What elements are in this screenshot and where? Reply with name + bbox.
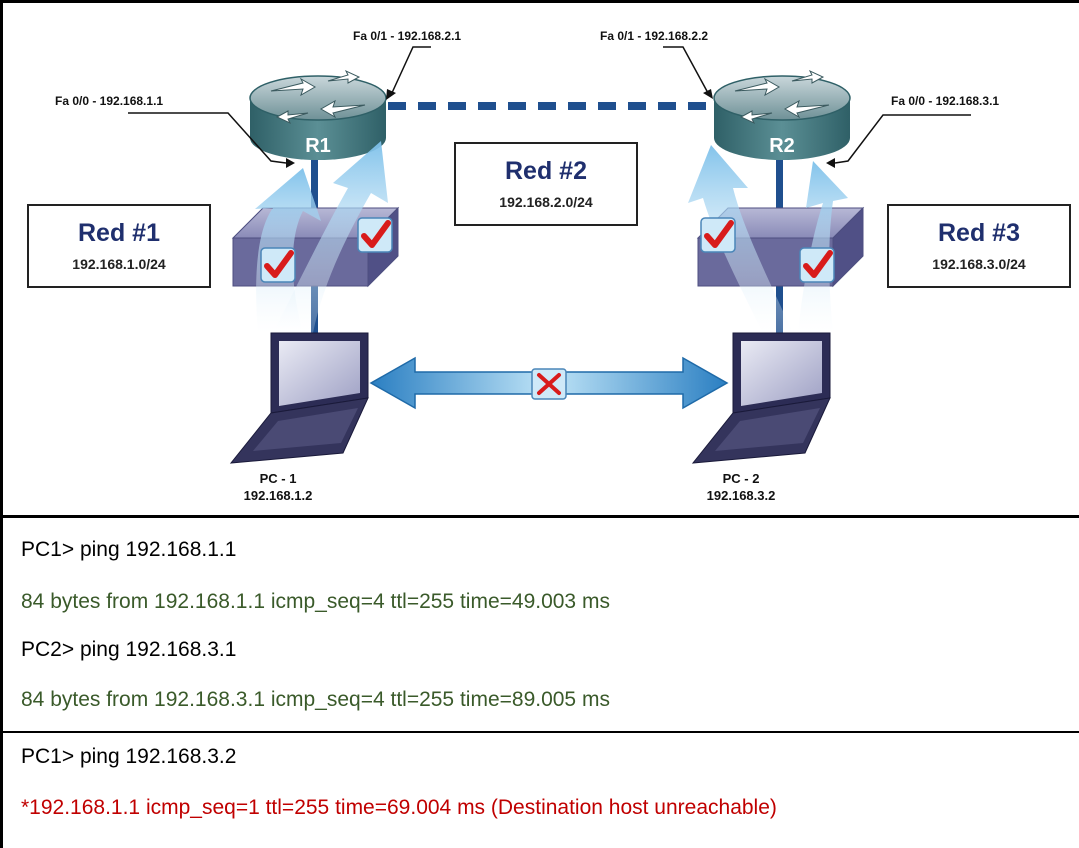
- laptop-pc1: [229, 332, 369, 464]
- red3-title: Red #3: [938, 219, 1020, 247]
- pc2-name: PC - 2: [723, 471, 760, 486]
- r1-fa01-label: Fa 0/1 - 192.168.2.1: [353, 29, 461, 43]
- pc1-ip: 192.168.1.2: [244, 488, 313, 503]
- network-diagram: R1 R2: [27, 29, 1071, 503]
- console-line-cmd: PC1> ping 192.168.1.1: [21, 538, 237, 561]
- router-r1: R1: [249, 69, 387, 160]
- red2-title: Red #2: [505, 157, 587, 185]
- ping-output-panel-1: PC1> ping 192.168.1.1 84 bytes from 192.…: [0, 518, 1079, 733]
- check-icon: [357, 217, 393, 253]
- router-r2: R2: [713, 69, 851, 160]
- network-box-red2: Red #2 192.168.2.0/24: [454, 142, 638, 226]
- console-line-cmd: PC1> ping 192.168.3.2: [21, 745, 237, 768]
- console-line-reply: 84 bytes from 192.168.1.1 icmp_seq=4 ttl…: [21, 590, 610, 613]
- check-icon: [700, 217, 736, 253]
- interface-labels: Fa 0/0 - 192.168.1.1 Fa 0/1 - 192.168.2.…: [55, 29, 999, 168]
- pc2-ip: 192.168.3.2: [707, 488, 776, 503]
- r2-fa00-label: Fa 0/0 - 192.168.3.1: [891, 94, 999, 108]
- console-line-reply: 84 bytes from 192.168.3.1 icmp_seq=4 ttl…: [21, 688, 610, 711]
- red1-title: Red #1: [78, 219, 160, 247]
- red3-address: 192.168.3.0/24: [932, 256, 1026, 272]
- r1-fa00-label: Fa 0/0 - 192.168.1.1: [55, 94, 163, 108]
- ping-output-panel-2: PC1> ping 192.168.3.2 *192.168.1.1 icmp_…: [0, 733, 1079, 848]
- r2-fa01-label: Fa 0/1 - 192.168.2.2: [600, 29, 708, 43]
- flow-arrows-right: [688, 145, 848, 333]
- red2-address: 192.168.2.0/24: [499, 194, 593, 210]
- r1-fa00-leader: [128, 112, 287, 164]
- network-box-red1: Red #1 192.168.1.0/24: [27, 204, 211, 288]
- console-line-cmd: PC2> ping 192.168.3.1: [21, 638, 237, 661]
- pc-labels: PC - 1 192.168.1.2 PC - 2 192.168.3.2: [244, 471, 776, 503]
- r1-fa01-leader: [390, 46, 431, 96]
- r1-label: R1: [305, 135, 331, 157]
- r2-fa00-leader: [834, 114, 971, 164]
- red1-address: 192.168.1.0/24: [72, 256, 166, 272]
- pc-to-pc-arrow: [369, 356, 729, 410]
- r2-label: R2: [769, 135, 795, 157]
- close-icon: [531, 368, 567, 400]
- pc1-name: PC - 1: [260, 471, 297, 486]
- check-icons: [260, 217, 835, 283]
- check-icon: [260, 247, 296, 283]
- laptop-pc2: [691, 332, 831, 464]
- check-icon: [799, 247, 835, 283]
- r2-fa01-leader: [663, 46, 709, 94]
- console-line-error: *192.168.1.1 icmp_seq=1 ttl=255 time=69.…: [21, 796, 777, 819]
- network-diagram-panel: R1 R2: [0, 0, 1079, 518]
- network-box-red3: Red #3 192.168.3.0/24: [887, 204, 1071, 288]
